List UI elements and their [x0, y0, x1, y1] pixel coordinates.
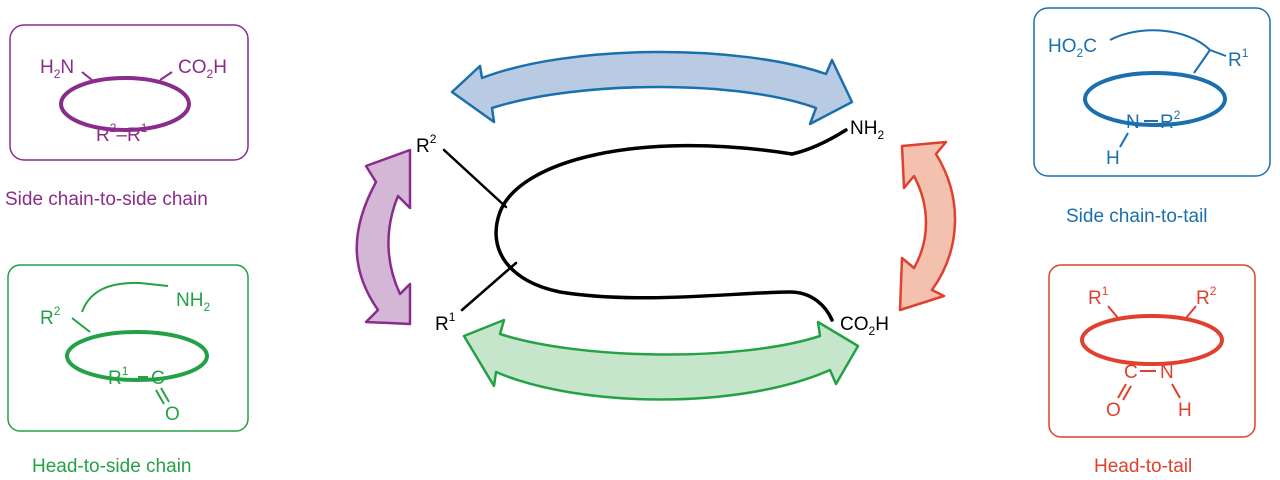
panel-head-to-side-chain: R2 NH2 R1 C O Head-to-side chain [7, 264, 249, 477]
panel-frame [1048, 264, 1256, 438]
bond-r2 [71, 317, 91, 333]
central-backbone-curve [494, 143, 834, 322]
ring [1080, 314, 1224, 366]
amine-label: NH2 [176, 290, 210, 314]
bond-r2 [1185, 305, 1197, 319]
side-chain-arc [1109, 29, 1211, 51]
carbonyl-bond-a [155, 389, 165, 405]
amine-label: H2N [40, 57, 74, 81]
r2-label: R2 [1196, 284, 1217, 309]
r1-label: R1 [108, 364, 129, 389]
hydrogen-label: H [1106, 148, 1120, 169]
panel-frame [7, 264, 249, 432]
caption-side-chain-to-tail: Side chain-to-tail [1066, 206, 1208, 227]
central-r2-label: R2 [416, 132, 437, 157]
r2-label: R2 [1160, 108, 1181, 133]
bond-chain-ring [1193, 49, 1211, 74]
central-amine-label: NH2 [850, 118, 884, 142]
panel-head-to-tail: R1 R2 C N O H Head-to-tail [1048, 264, 1256, 477]
bond-r1 [1107, 305, 1119, 319]
central-amine-tail [790, 128, 848, 156]
ring [59, 76, 191, 132]
oxygen-label: O [165, 404, 180, 425]
central-r1-bond [460, 261, 518, 312]
red-double-arrow [898, 140, 957, 312]
nitrogen-label: N [1126, 112, 1140, 133]
caption-head-to-tail: Head-to-tail [1094, 456, 1192, 477]
oxygen-label: O [1106, 400, 1121, 421]
purple-double-arrow [355, 148, 412, 326]
carbonyl-bond-b [160, 387, 170, 403]
bond-amine [81, 71, 93, 81]
side-chain-arc [81, 281, 169, 313]
nitrogen-label: N [1160, 362, 1174, 383]
panel-frame [9, 24, 249, 161]
bond-n-h [1171, 383, 1181, 399]
panel-side-chain-to-tail: HO2C R1 N R2 H Side chain-to-tail [1033, 7, 1271, 227]
carbonyl-bond-a [1117, 383, 1127, 399]
acid-label: HO2C [1048, 36, 1097, 60]
carbon-label: C [1124, 362, 1138, 383]
r2-label: R2 [40, 304, 61, 329]
bond-n-h [1119, 132, 1129, 148]
caption-head-to-side-chain: Head-to-side chain [32, 456, 191, 477]
green-double-arrow [462, 318, 860, 401]
caption-side-chain-to-side-chain: Side chain-to-side chain [5, 189, 208, 210]
central-peptide [442, 128, 848, 322]
bond-acid [159, 71, 173, 81]
panel-frame [1033, 7, 1271, 177]
central-r2-bond [442, 148, 508, 209]
r1-label: R1 [1088, 284, 1109, 309]
ring [65, 330, 209, 382]
acid-label: CO2H [178, 57, 227, 81]
panel-side-chain-to-side-chain: H2N CO2H R2–R1 Side chain-to-side chain [5, 24, 249, 210]
ring [1083, 71, 1227, 127]
r1-label: R1 [1228, 46, 1249, 71]
central-acid-label: CO2H [840, 314, 889, 338]
blue-double-arrow [450, 50, 854, 126]
carbon-label: C [151, 368, 165, 389]
central-r1-label: R1 [435, 310, 456, 335]
r-groups-label: R2–R1 [96, 121, 148, 146]
hydrogen-label: H [1178, 400, 1192, 421]
carbonyl-bond-b [1122, 385, 1132, 401]
bond-r1 [1209, 49, 1227, 57]
